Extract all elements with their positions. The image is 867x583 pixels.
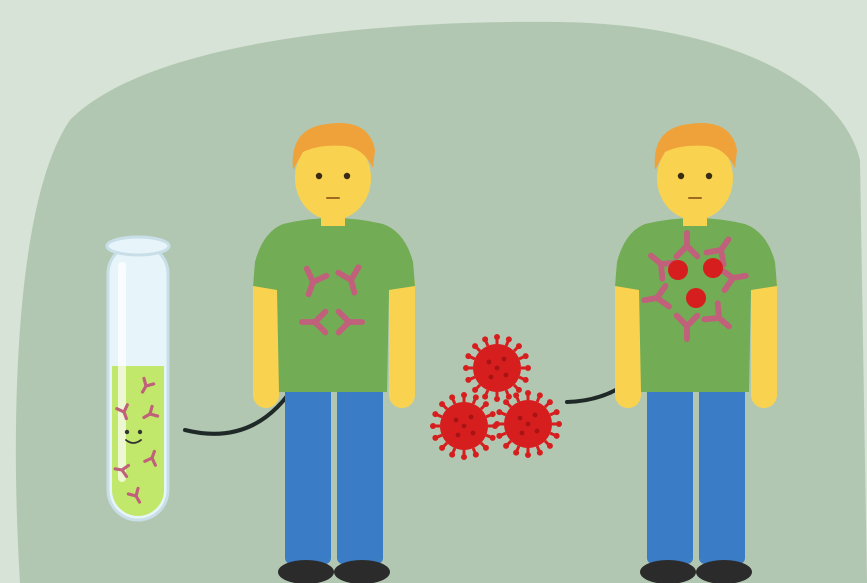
virus-icon (430, 392, 498, 460)
left-leg (647, 380, 693, 564)
left-leg (285, 380, 331, 564)
left-arm (253, 270, 279, 408)
right-shoe (334, 560, 390, 583)
right-leg (337, 380, 383, 564)
virus-icon (463, 334, 531, 402)
right-arm (751, 270, 777, 408)
eye (344, 173, 350, 179)
left-shoe (278, 560, 334, 583)
right-shoe (696, 560, 752, 583)
eye (678, 173, 684, 179)
eye (706, 173, 712, 179)
left-arm (615, 270, 641, 408)
virus-icon (494, 390, 562, 458)
left-shoe (640, 560, 696, 583)
eye (316, 173, 322, 179)
right-leg (699, 380, 745, 564)
test-tube-with-antibodies-icon (107, 237, 169, 520)
right-arm (389, 270, 415, 408)
